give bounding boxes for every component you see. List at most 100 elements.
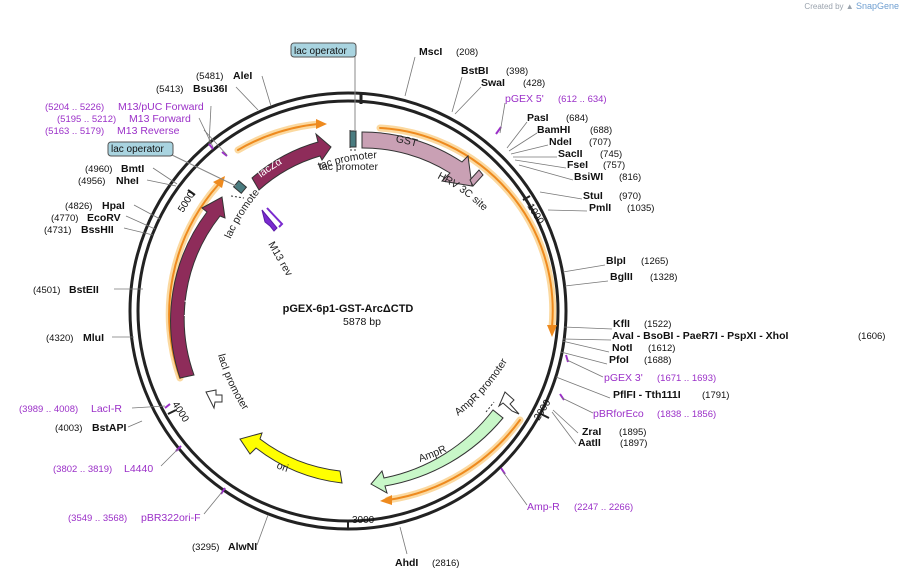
laci-feature-arrow bbox=[170, 196, 226, 379]
lac-operator-label-2: lac operator bbox=[111, 144, 164, 155]
site-mluI: MluI bbox=[83, 332, 104, 344]
ampr-promoter-label: AmpR promoter bbox=[452, 356, 510, 418]
laci-promoter-arrow bbox=[205, 389, 223, 410]
leader-lines bbox=[112, 56, 613, 555]
plasmid-name: pGEX-6p1-GST-ArcΔCTD bbox=[283, 303, 414, 315]
features bbox=[170, 130, 520, 495]
site-bmtI: BmtI bbox=[121, 163, 144, 175]
site-stuI: StuI bbox=[583, 190, 603, 202]
site-ecoRV: EcoRV bbox=[87, 212, 121, 224]
site-swaI-pos: (428) bbox=[523, 78, 545, 89]
credit-brand: SnapGene bbox=[855, 1, 899, 11]
primer-pbr322orif: pBR322ori-F bbox=[141, 512, 201, 524]
site-kflI-pos: (1522) bbox=[644, 319, 671, 330]
primer-l4440-pos: (3802 .. 3819) bbox=[53, 464, 112, 475]
site-xhoI-group: AvaI - BsoBI - PaeR7I - PspXI - XhoI bbox=[612, 330, 788, 342]
site-pmlI: PmlI bbox=[589, 202, 611, 214]
laci-promoter-label: lacI promoter bbox=[215, 353, 251, 413]
site-swaI: SwaI bbox=[481, 77, 505, 89]
site-aleI-pos: (5481) bbox=[196, 71, 223, 82]
primer-m13pucforward: M13/pUC Forward bbox=[118, 101, 204, 113]
site-blpI-pos: (1265) bbox=[641, 256, 668, 267]
site-pasI-pos: (684) bbox=[566, 113, 588, 124]
primer-pgex3: pGEX 3' bbox=[604, 372, 643, 384]
site-ahdI: AhdI bbox=[395, 557, 418, 569]
site-bglII: BglII bbox=[610, 271, 633, 283]
site-bsu36I-pos: (5413) bbox=[156, 84, 183, 95]
tick-label-3000: 3000 bbox=[352, 515, 375, 526]
site-pfoI: PfoI bbox=[609, 354, 629, 366]
site-stuI-pos: (970) bbox=[619, 191, 641, 202]
m13-rev-arrow bbox=[261, 209, 278, 232]
site-bstAPI: BstAPI bbox=[92, 422, 127, 434]
primer-ampr-pos: (2247 .. 2266) bbox=[574, 502, 633, 513]
site-mluI-pos: (4320) bbox=[46, 333, 73, 344]
primer-pgex5: pGEX 5' bbox=[505, 93, 544, 105]
site-nheI: NheI bbox=[116, 175, 139, 187]
lac-operator-label-1: lac operator bbox=[294, 46, 347, 57]
site-mscI: MscI bbox=[419, 46, 442, 58]
ampr-promoter-arrow bbox=[497, 391, 520, 415]
primer-ampr: Amp-R bbox=[527, 501, 560, 513]
primer-pbrforeco-pos: (1838 .. 1856) bbox=[657, 409, 716, 420]
site-xhoI-group-pos: (1606) bbox=[858, 331, 885, 342]
site-hpaI-pos: (4826) bbox=[65, 201, 92, 212]
primer-laciR-pos: (3989 .. 4008) bbox=[19, 404, 78, 415]
site-zraI-pos: (1895) bbox=[619, 427, 646, 438]
site-bamHI: BamHI bbox=[537, 124, 570, 136]
site-sacII-pos: (745) bbox=[600, 149, 622, 160]
primer-pgex5-pos: (612 .. 634) bbox=[558, 94, 607, 105]
site-ahdI-pos: (2816) bbox=[432, 558, 459, 569]
hrv-site-mark bbox=[469, 169, 484, 187]
m13-rev-label: M13 rev bbox=[265, 240, 295, 279]
site-bamHI-pos: (688) bbox=[590, 125, 612, 136]
gst-feature-arrow bbox=[361, 131, 473, 187]
tick-label-2000: 2000 bbox=[532, 398, 553, 423]
snapgene-logo-icon: ▲ bbox=[845, 2, 854, 11]
promoter-markers bbox=[230, 130, 495, 413]
site-bglII-pos: (1328) bbox=[650, 272, 677, 283]
site-bssHII-pos: (4731) bbox=[44, 225, 71, 236]
site-labels: MscI (208) BstBI (398) SwaI (428) PasI (… bbox=[33, 46, 885, 569]
site-bstEII-pos: (4501) bbox=[33, 285, 60, 296]
tac-promoter-label-2: tac promoter bbox=[319, 161, 378, 173]
site-bmtI-pos: (4960) bbox=[85, 164, 112, 175]
site-ndeI: NdeI bbox=[549, 136, 572, 148]
site-mscI-pos: (208) bbox=[456, 47, 478, 58]
ori-feature-arrow bbox=[239, 432, 343, 484]
site-nheI-pos: (4956) bbox=[78, 176, 105, 187]
site-aleI: AleI bbox=[233, 70, 252, 82]
site-tth111I-group-pos: (1791) bbox=[702, 390, 729, 401]
lacz-feature-arrow bbox=[251, 132, 332, 191]
site-pfoI-pos: (1688) bbox=[644, 355, 671, 366]
site-fseI: FseI bbox=[567, 159, 588, 171]
site-blpI: BlpI bbox=[606, 255, 626, 267]
site-ecoRV-pos: (4770) bbox=[51, 213, 78, 224]
primer-m13forward: M13 Forward bbox=[129, 113, 191, 125]
primer-pbrforeco: pBRforEco bbox=[593, 408, 644, 420]
site-bssHII: BssHII bbox=[81, 224, 114, 236]
site-aatII-pos: (1897) bbox=[620, 438, 647, 449]
primer-l4440: L4440 bbox=[124, 463, 153, 475]
credit-prefix: Created by bbox=[804, 2, 844, 11]
primer-m13pucforward-pos: (5204 .. 5226) bbox=[45, 102, 104, 113]
site-alwNI-pos: (3295) bbox=[192, 542, 219, 553]
site-pasI: PasI bbox=[527, 112, 549, 124]
site-tth111I-group: PflFI - Tth111I bbox=[613, 389, 681, 401]
site-fseI-pos: (757) bbox=[603, 160, 625, 171]
primer-m13forward-pos: (5195 .. 5212) bbox=[57, 114, 116, 125]
site-bstEII: BstEII bbox=[69, 284, 99, 296]
primer-m13reverse: M13 Reverse bbox=[117, 125, 180, 137]
site-sacII: SacII bbox=[558, 148, 583, 160]
ori-label: ori bbox=[275, 460, 290, 475]
site-pmlI-pos: (1035) bbox=[627, 203, 654, 214]
site-alwNI: AlwNI bbox=[228, 541, 257, 553]
site-hpaI: HpaI bbox=[102, 200, 125, 212]
primer-pbr322orif-pos: (3549 .. 3568) bbox=[68, 513, 127, 524]
gst-label: GST bbox=[395, 133, 419, 150]
tick-label-5000: 5000 bbox=[176, 190, 197, 215]
primer-pgex3-pos: (1671 .. 1693) bbox=[657, 373, 716, 384]
site-kflI: KflI bbox=[613, 318, 630, 330]
primer-laciR: LacI-R bbox=[91, 403, 122, 415]
